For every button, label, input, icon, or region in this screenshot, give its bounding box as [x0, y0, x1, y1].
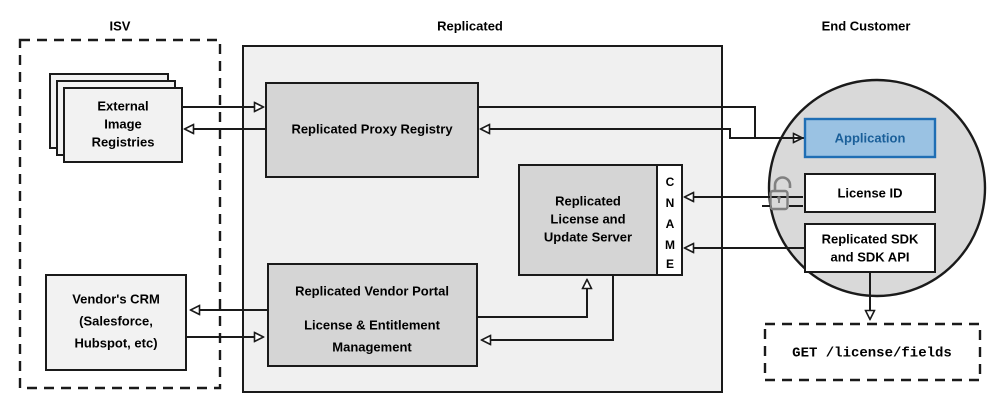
node-vendor-crm[interactable]: Vendor's CRM (Salesforce, Hubspot, etc) [45, 274, 187, 371]
registry-stack-front [63, 87, 183, 163]
vendor-portal-line-4: Management [332, 339, 412, 354]
cname-letter-n: N [666, 196, 675, 210]
replicated-sdk-line-2: and SDK API [831, 249, 910, 264]
license-update-server-line-3: Update Server [544, 229, 632, 244]
license-update-server-line-2: License and [550, 211, 625, 226]
zone-title-replicated: Replicated [437, 18, 503, 33]
cname-letter-m: M [665, 238, 675, 252]
node-external-image-registries[interactable]: External Image Registries [49, 73, 183, 163]
connection-license-server-to-portal [482, 275, 614, 340]
vendor-portal-line-3: License & Entitlement [304, 317, 440, 332]
vendor-portal-title: Replicated Vendor Portal [295, 283, 449, 298]
node-replicated-vendor-portal[interactable]: Replicated Vendor Portal License & Entit… [267, 263, 478, 367]
api-request-label: GET /license/fields [792, 346, 952, 362]
node-application[interactable]: Application [803, 117, 937, 159]
license-id-label: License ID [837, 185, 902, 200]
proxy-registry-box [265, 82, 479, 178]
zone-title-end-customer: End Customer [822, 18, 911, 33]
external-image-registries-line-2: Image [104, 116, 142, 131]
api-request-boundary [763, 322, 982, 382]
external-image-registries-line-1: External [97, 98, 148, 113]
cname-strip-box [656, 164, 683, 276]
license-update-server-line-1: Replicated [555, 193, 621, 208]
application-box [803, 117, 937, 159]
zone-isv-boundary [18, 38, 222, 390]
vendor-crm-line-3: Hubspot, etc) [74, 335, 157, 350]
vendor-portal-box [267, 263, 478, 367]
zone-title-isv: ISV [110, 18, 131, 33]
cname-letter-a: A [666, 217, 675, 231]
license-id-box [804, 173, 936, 213]
node-license-id[interactable]: License ID [804, 173, 936, 213]
license-update-server-box [518, 164, 658, 276]
unlocked-padlock-icon [762, 176, 803, 211]
node-replicated-sdk[interactable]: Replicated SDK and SDK API [804, 223, 936, 273]
connection-portal-to-license-server [477, 280, 587, 318]
node-cname-strip[interactable]: C N A M E [656, 164, 683, 276]
vendor-crm-box [45, 274, 187, 371]
application-label: Application [835, 130, 906, 145]
external-image-registries-line-3: Registries [92, 134, 155, 149]
vendor-crm-line-2: (Salesforce, [79, 313, 153, 328]
proxy-registry-label: Replicated Proxy Registry [291, 121, 453, 136]
vendor-crm-line-1: Vendor's CRM [72, 291, 160, 306]
connection-application-to-proxy [481, 129, 805, 139]
replicated-sdk-line-1: Replicated SDK [822, 231, 919, 246]
node-replicated-proxy-registry[interactable]: Replicated Proxy Registry [265, 82, 479, 178]
cname-letter-e: E [666, 257, 674, 271]
replicated-sdk-box [804, 223, 936, 273]
cname-letter-c: C [666, 175, 675, 189]
node-api-request[interactable]: GET /license/fields [763, 322, 982, 382]
node-license-update-server[interactable]: Replicated License and Update Server [518, 164, 658, 276]
